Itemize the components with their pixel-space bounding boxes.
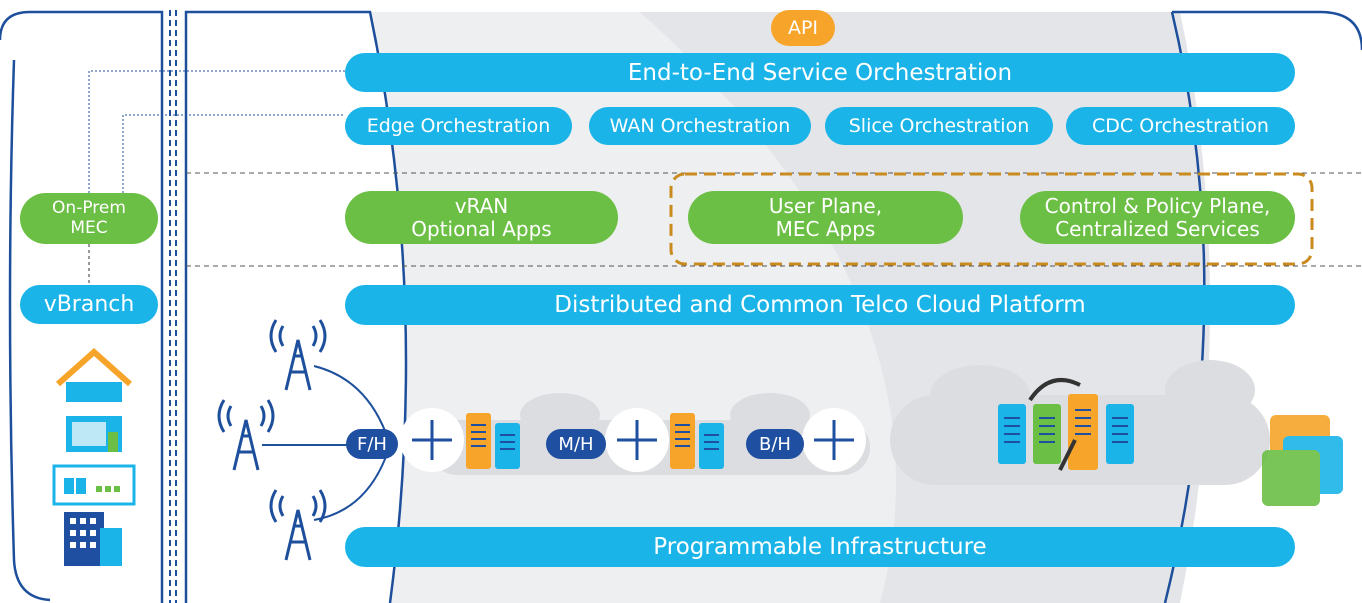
cube-logo-icon: [1262, 415, 1343, 506]
branch-frame: [0, 10, 164, 603]
cdc-orchestration-pill: CDC Orchestration: [1066, 107, 1295, 145]
switch-icon: [52, 464, 136, 506]
slice-orchestration-pill: Slice Orchestration: [825, 107, 1053, 145]
fronthaul-badge: F/H: [346, 429, 398, 459]
satellite-icon: [1028, 378, 1081, 471]
router-icon: [400, 408, 866, 472]
programmable-infrastructure-bar: Programmable Infrastructure: [345, 527, 1295, 567]
left-frame-arc: [8, 59, 51, 602]
midhaul-badge: M/H: [546, 429, 606, 459]
vbranch-pill: vBranch: [20, 285, 158, 324]
telco-cloud-platform-bar: Distributed and Common Telco Cloud Platf…: [345, 285, 1295, 325]
api-badge: API: [771, 10, 835, 46]
vran-line-2: Optional Apps: [411, 216, 552, 241]
e2e-orchestration-bar: End-to-End Service Orchestration: [345, 53, 1295, 92]
server-icon: [466, 394, 1134, 470]
office-building-icon: [64, 512, 122, 566]
vran-line-1: vRAN: [454, 194, 509, 219]
user-plane-line-1: User Plane,: [768, 194, 883, 219]
control-plane-line-2: Centralized Services: [1055, 216, 1260, 241]
mec-dashed-box: [669, 172, 1314, 266]
wan-orchestration-pill: WAN Orchestration: [589, 107, 811, 145]
onprem-line-2: MEC: [70, 217, 108, 238]
control-plane-pill: Control & Policy Plane,Centralized Servi…: [1020, 191, 1295, 244]
user-plane-pill: User Plane,MEC Apps: [688, 191, 963, 244]
user-plane-line-2: MEC Apps: [775, 216, 876, 241]
edge-orchestration-pill: Edge Orchestration: [345, 107, 572, 145]
control-plane-line-1: Control & Policy Plane,: [1044, 194, 1271, 219]
store-icon: [56, 347, 132, 452]
cell-tower-icon: [217, 319, 327, 561]
onprem-line-1: On-Prem: [52, 198, 126, 219]
backhaul-badge: B/H: [746, 429, 804, 459]
